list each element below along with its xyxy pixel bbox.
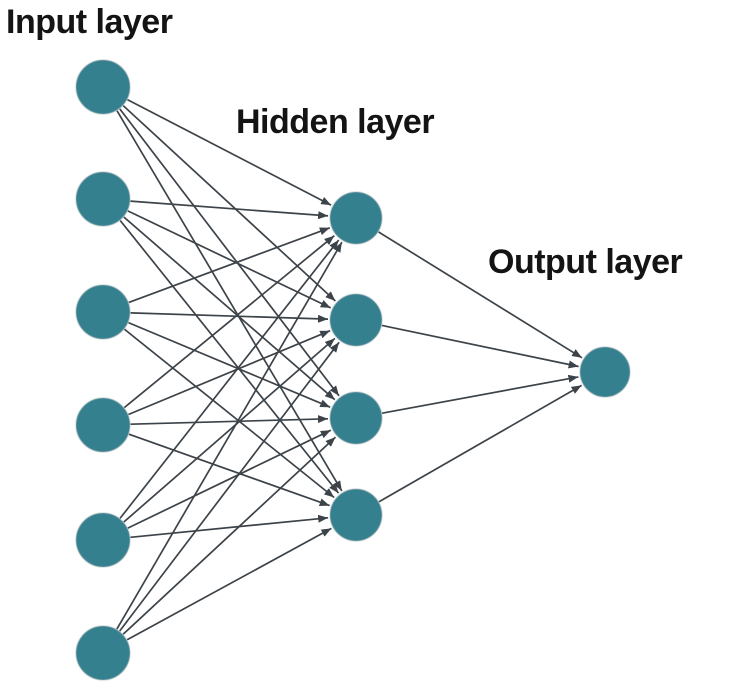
edge-hidden-to-output: [378, 231, 583, 359]
edge-input-to-hidden: [127, 98, 332, 206]
output-layer-label: Output layer: [488, 243, 683, 281]
edge-input-to-hidden: [122, 436, 337, 635]
input-node-5: [75, 512, 131, 568]
input-node-2: [75, 171, 131, 227]
edge-input-to-hidden: [130, 312, 329, 323]
edge-input-to-hidden: [128, 329, 331, 416]
output-node-1: [579, 346, 631, 398]
input-node-1: [75, 59, 131, 115]
edge-input-to-hidden: [118, 341, 340, 632]
edge-input-to-hidden: [130, 200, 329, 220]
edge-input-to-hidden: [123, 337, 336, 523]
hidden-node-2: [329, 293, 383, 347]
hidden-node-3: [329, 391, 383, 445]
edge-hidden-to-output: [378, 384, 583, 503]
edge-input-to-hidden: [128, 433, 330, 507]
edge-hidden-to-output: [381, 324, 579, 369]
edge-input-to-hidden: [116, 110, 343, 492]
edge-input-to-hidden: [127, 210, 332, 309]
edge-input-to-hidden: [130, 514, 329, 539]
edge-input-to-hidden: [128, 227, 331, 304]
edge-input-to-hidden: [123, 235, 335, 409]
edge-input-to-hidden: [119, 219, 340, 494]
edge-hidden-to-output: [381, 374, 579, 415]
input-node-6: [75, 625, 131, 681]
hidden-node-1: [329, 191, 383, 245]
input-node-4: [75, 397, 131, 453]
edge-input-to-hidden: [123, 328, 335, 499]
input-node-3: [75, 284, 131, 340]
edge-input-to-hidden: [128, 321, 331, 408]
edge-input-to-hidden: [119, 239, 340, 519]
edge-input-to-hidden: [119, 108, 340, 397]
edge-input-to-hidden: [116, 241, 343, 630]
edge-input-to-hidden: [130, 415, 329, 426]
edge-input-to-hidden: [127, 429, 332, 529]
edge-input-to-hidden: [122, 104, 336, 302]
input-layer-label: Input layer: [6, 3, 173, 41]
hidden-layer-label: Hidden layer: [236, 103, 435, 141]
hidden-node-4: [329, 488, 383, 542]
edge-input-to-hidden: [126, 527, 332, 641]
